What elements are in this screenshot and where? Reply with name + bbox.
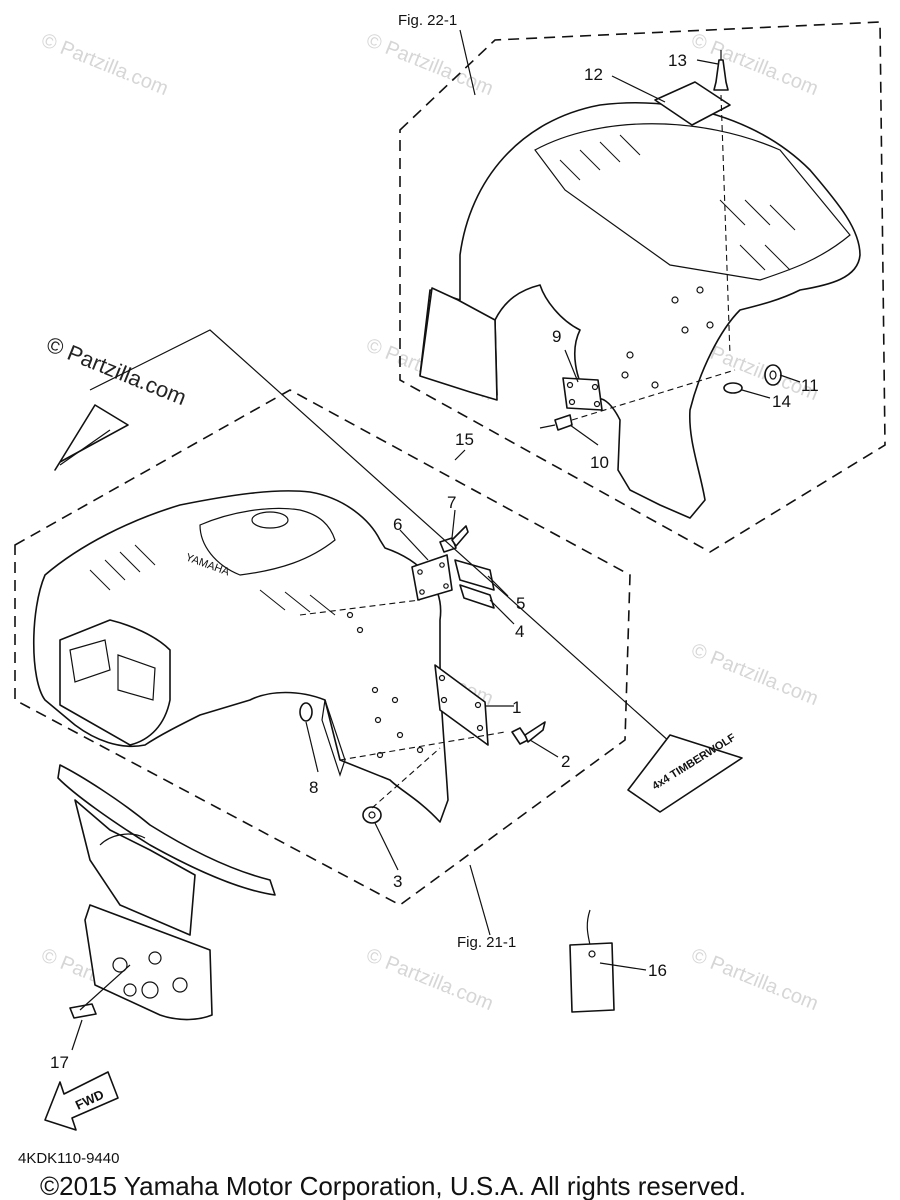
callout-17: 17 [50, 1053, 69, 1072]
part-14-nut [723, 382, 743, 394]
rear-deck-hatching [559, 134, 796, 271]
callout-11: 11 [801, 376, 819, 395]
front-tank-area [199, 507, 336, 576]
rear-mud-flap [419, 287, 498, 401]
assembly-line [299, 599, 421, 616]
decal-15-reference-line [89, 329, 691, 761]
front-group-dashed-outline [14, 389, 631, 906]
callout-7: 7 [447, 493, 456, 512]
callout-15: 15 [455, 430, 474, 449]
part-11-grommet [764, 364, 782, 386]
front-bumper [57, 764, 276, 1021]
timberwolf-decal: 4x4 TIMBERWOLF [627, 731, 743, 813]
part-2-screw [511, 721, 546, 745]
callout-3: 3 [393, 872, 402, 891]
callout-2: 2 [561, 752, 570, 771]
rear-fender [419, 102, 861, 519]
watermark-main: © Partzilla.com [43, 331, 190, 410]
screw-axis-line [571, 369, 736, 421]
watermark: © Partzilla.com [688, 944, 821, 1015]
assembly-line [339, 731, 506, 761]
headlight-left [69, 639, 111, 683]
watermark: © Partzilla.com [363, 944, 496, 1015]
part-16-tag [569, 909, 615, 1013]
headlight-right [117, 654, 156, 701]
callout-13: 13 [668, 51, 687, 70]
bumper-frame [74, 799, 196, 936]
part-10-screw [539, 414, 573, 431]
fig-ref-front[interactable]: Fig. 21-1 [457, 934, 516, 951]
screw-axis-line [720, 94, 731, 356]
watermark: © Partzilla.com [38, 29, 171, 100]
part-7-screw [439, 525, 469, 553]
part-4-decal [459, 584, 495, 609]
front-decal-piece [54, 404, 129, 471]
fig-ref-rear[interactable]: Fig. 22-1 [398, 12, 457, 29]
callout-16: 16 [648, 961, 667, 980]
part-1-plate [434, 664, 489, 746]
callout-9: 9 [552, 327, 561, 346]
callout-1: 1 [512, 698, 521, 717]
watermark: © Partzilla.com [688, 29, 821, 100]
part-8-grommet [299, 702, 313, 722]
leader-lines [71, 29, 801, 1051]
front-fender-holes [346, 611, 424, 759]
rear-fender-holes [621, 286, 714, 389]
part-3-washer [362, 806, 382, 824]
part-17-decal [69, 1003, 97, 1019]
part-12-plate [654, 81, 731, 126]
assembly-line [371, 747, 441, 809]
watermark: © Partzilla.com [363, 29, 496, 100]
rear-group-dashed-outline [399, 21, 886, 553]
callout-12: 12 [584, 65, 603, 84]
copyright-notice: ©2015 Yamaha Motor Corporation, U.S.A. A… [40, 1171, 746, 1200]
front-fender-group: YAMAHA [14, 389, 631, 906]
skid-plate [84, 904, 213, 1021]
diagram-code: 4KDK110-9440 [18, 1150, 119, 1167]
part-6-plate [411, 554, 453, 601]
rear-deck-outline [534, 123, 851, 281]
callout-4: 4 [515, 622, 524, 641]
rear-fender-group [399, 21, 886, 553]
callout-5: 5 [516, 594, 525, 613]
callout-6: 6 [393, 515, 402, 534]
part-13-screw [713, 50, 729, 91]
callout-8: 8 [309, 778, 318, 797]
part-5-decal [454, 559, 495, 591]
headlight-housing [59, 619, 171, 746]
callout-14: 14 [772, 392, 791, 411]
fwd-arrow: FWD [44, 1071, 119, 1131]
watermark: © Partzilla.com [688, 639, 821, 710]
callout-10: 10 [590, 453, 609, 472]
